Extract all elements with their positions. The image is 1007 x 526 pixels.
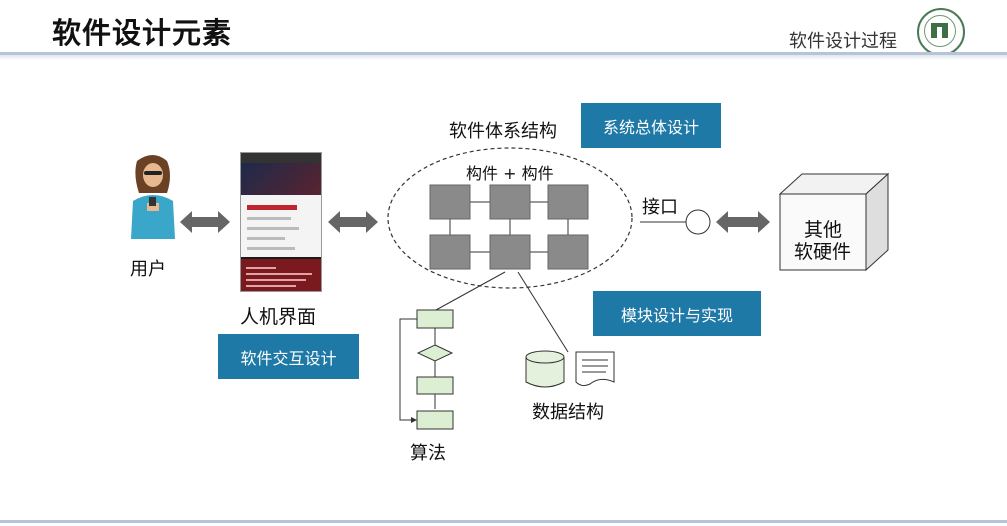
module-box: [489, 184, 531, 220]
module-box: [429, 184, 471, 220]
flow-process-box: [416, 410, 454, 430]
header: 软件设计元素 软件设计过程: [0, 0, 1007, 56]
data-structure-label: 数据结构: [532, 402, 604, 423]
module-box: [547, 234, 589, 270]
ui-label: 人机界面: [240, 306, 317, 328]
interface-circle: [685, 209, 711, 235]
double-arrow-icon: [180, 211, 230, 233]
module-design-tag: 模块设计与实现: [593, 291, 761, 336]
phone-ui-illustration: [240, 152, 322, 292]
user-label: 用户: [130, 259, 166, 280]
other-hw-line1: 其他: [804, 219, 843, 241]
section-title: 软件设计过程: [789, 31, 897, 52]
footer-divider: [0, 520, 1007, 523]
flow-process-box: [416, 309, 454, 329]
module-box: [429, 234, 471, 270]
flow-process-box: [416, 376, 454, 395]
architecture-label: 软件体系结构: [449, 121, 557, 142]
other-hw-line2: 软硬件: [794, 241, 852, 263]
user-illustration: [131, 155, 175, 239]
document-icon: [575, 351, 615, 387]
module-box: [489, 234, 531, 270]
hardware-cube: [778, 172, 890, 272]
interface-label: 接口: [642, 197, 678, 218]
algorithm-label: 算法: [410, 443, 446, 464]
module-box: [547, 184, 589, 220]
flow-decision-diamond: [416, 344, 454, 362]
header-divider: [0, 52, 1007, 55]
university-logo: [917, 8, 965, 56]
database-icon: [525, 350, 565, 388]
components-label: 构件 + 构件: [466, 164, 554, 183]
interaction-design-tag: 软件交互设计: [218, 334, 359, 379]
architecture-ellipse: [387, 147, 633, 289]
double-arrow-icon: [716, 211, 770, 233]
page-title: 软件设计元素: [52, 16, 233, 50]
system-design-tag: 系统总体设计: [581, 103, 721, 148]
double-arrow-icon: [328, 211, 378, 233]
header-shadow: [0, 55, 1007, 60]
